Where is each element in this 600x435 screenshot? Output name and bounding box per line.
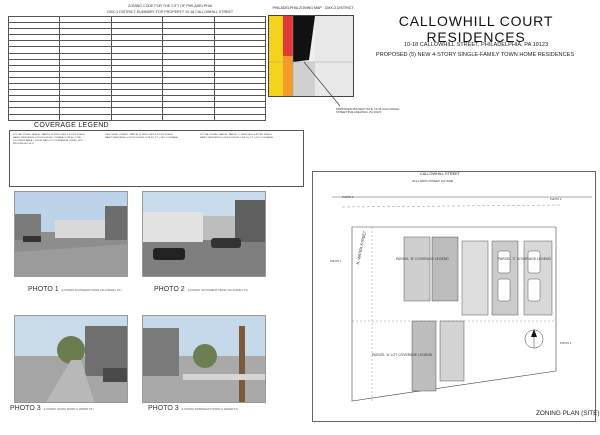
photo-1-image [14,191,128,277]
zoning-heading: ZONING CODE FOR THE CITY OF PHILADELPHIA [128,4,212,8]
project-title: CALLOWHILL COURT RESIDENCES [398,13,554,45]
photo-3-image [14,315,128,403]
legend-column-3: 1ST CALLOWHILL PARCEL: PARCEL 'C' PROPOS… [200,134,274,139]
zoning-table [7,15,267,121]
site-photo-1-tag: PHOTO 1 [330,260,342,263]
zoning-map [268,15,354,97]
project-proposal: PROPOSED (5) NEW 4-STORY SINGLE-FAMILY T… [375,52,575,58]
legend-column-2: CALLOWHILL STREET - PARCEL 'B' PROPOSED … [105,134,179,139]
street-width: (FULL WIDTH STREET) 100' WIDE [412,180,454,183]
site-photo-4-tag: PHOTO 4 [560,342,572,345]
photo-4-image [142,315,266,403]
project-address: 10-18 CALLOWHILL STREET, PHILADELPHIA, P… [403,42,549,48]
photo-4-caption: PHOTO 3(LOOKING NORTHEAST DOWN N. WATER … [148,405,239,412]
coverage-legend-box [9,130,304,187]
street-name: CALLOWHILL STREET [420,172,460,176]
photo-2-caption: PHOTO 2(LOOKING SOUTHWEST FROM CALLOWHIL… [154,286,249,293]
photo-3-caption: PHOTO 3(LOOKING SOUTH DOWN N. WATER ST.) [10,405,94,412]
zoning-subheading: CMX-3 DISTRICT SUMMARY FOR PROPERTY 10-1… [106,10,234,14]
parcel-b-legend: PARCEL 'B' COVERAGE LEGEND [396,257,449,261]
parcel-c-legend: PARCEL 'C' COVERAGE LEGEND [498,257,551,261]
site-plan-drawing [332,196,592,402]
site-plan-title: ZONING PLAN (SITE) [536,410,600,417]
photo-1-caption: PHOTO 1(LOOKING SOUTHEAST FROM CALLOWHIL… [28,286,122,293]
site-photo-3-tag: PHOTO 3 [342,196,354,199]
project-site-note: PROPOSED PROJECT SITE: 10-18 CALLOWHILL … [336,107,400,115]
parcel-a-legend: PARCEL 'A' LOT COVERAGE LEGEND [372,353,433,357]
zoning-map-label: PHILADELPHIA ZONING MAP CMX-3 DISTRICT [272,6,354,10]
site-photo-2-tag: PHOTO 2 [550,198,562,201]
project-note-leader [303,61,341,107]
site-plan-frame [312,171,596,422]
photo-2-image [142,191,266,277]
legend-column-1: 1ST CALLOWHILL PARCEL: PARCEL 'B' PROPOS… [13,134,85,145]
coverage-legend-title: COVERAGE LEGEND [34,122,109,129]
